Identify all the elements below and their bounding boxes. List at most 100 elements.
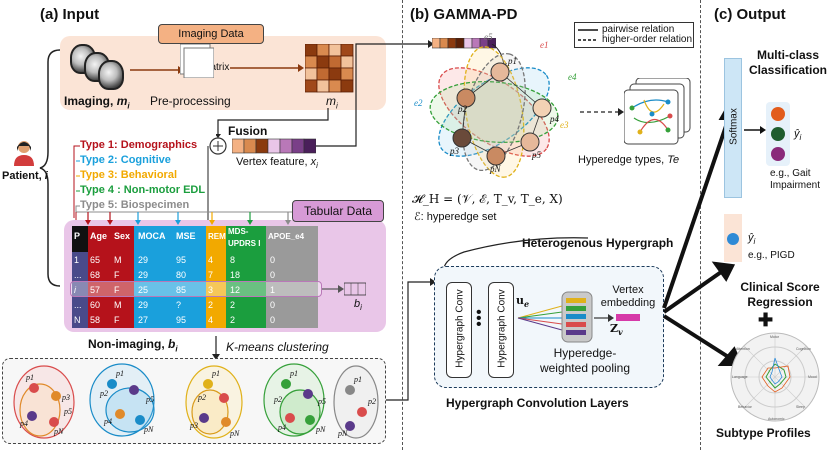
svg-text:p4: p4	[277, 423, 286, 432]
svg-text:p5: p5	[63, 407, 72, 416]
panel-a-title: (a) Input	[40, 6, 100, 23]
b-sub: i	[360, 303, 362, 313]
patient-var: i	[44, 170, 48, 182]
table-row-id: ...	[74, 270, 82, 280]
table-cell: 65	[90, 255, 101, 265]
table-cell: F	[114, 315, 120, 325]
table-cell: 27	[138, 315, 149, 325]
table-cell: 0	[270, 270, 276, 280]
regression-title: Clinical Score Regression	[740, 280, 820, 309]
class-probabilities	[771, 107, 785, 161]
conv-layers-title: Hypergraph Convolution Layers	[446, 396, 629, 410]
svg-text:p2: p2	[457, 104, 468, 114]
vertex-feature-strip	[432, 38, 496, 49]
table-cell: 95	[176, 255, 187, 265]
type-3-label: Type 3: Behavioral	[80, 169, 177, 181]
panel-b-title: (b) GAMMA-PD	[410, 6, 518, 23]
panel-c-title: (c) Output	[714, 6, 786, 23]
table-cell: 0	[270, 300, 276, 310]
table-header-sex: Sex	[114, 231, 131, 241]
svg-text:pN: pN	[315, 425, 326, 434]
table-cell: 12	[230, 285, 241, 295]
table-cell: 1	[270, 285, 276, 295]
imaging-label: Imaging, mi	[64, 94, 130, 110]
svg-text:p4: p4	[549, 114, 560, 124]
softmax-block: Softmax	[724, 58, 742, 198]
table-cell: M	[114, 300, 122, 310]
dashed-arrow-to-types	[580, 108, 624, 116]
plus-icon: ✚	[758, 310, 774, 330]
patient-brace	[39, 49, 61, 287]
fusion-label: Fusion	[228, 124, 268, 138]
patient-avatar-icon	[14, 141, 34, 166]
svg-text:p1: p1	[289, 369, 298, 378]
conv-block-2: Hypergraph Conv	[488, 282, 514, 378]
type-list: Type 1: Demographics Type 2: Cognitive T…	[80, 138, 205, 213]
vertex-feature-label: Vertex feature, xi	[236, 156, 318, 170]
legend-higher-order: higher-order relation	[602, 34, 693, 45]
conv-layers-region	[434, 266, 664, 388]
svg-text:p1: p1	[353, 375, 362, 384]
imaging-label-text: Imaging,	[64, 94, 114, 108]
b-label-text: b	[354, 298, 361, 310]
svg-text:pN: pN	[143, 425, 154, 434]
brain-scan-icon	[98, 60, 124, 90]
table-cell: M	[114, 255, 122, 265]
kmeans-label: K-means clustering	[226, 340, 329, 354]
svg-text:Mood: Mood	[808, 375, 817, 379]
svg-text:p5: p5	[145, 395, 154, 404]
hyperedge-types-icon	[624, 78, 691, 145]
m-sub: i	[336, 101, 338, 111]
type-2-label: Type 2: Cognitive	[80, 154, 171, 166]
table-cell: 8	[230, 255, 236, 265]
y-hat-text: ŷ	[794, 128, 800, 140]
non-imaging-sub: i	[175, 344, 178, 354]
pigd-example: e.g., PIGD	[748, 250, 795, 261]
hypergraph-illustration: e5 e1 e2 e4 e3 p1 p2 p4 p3 p5 pN	[414, 32, 577, 178]
tabular-table: P Age Sex MOCA MSE REM MDS-UPDRS I APOE_…	[70, 226, 324, 328]
preprocessing-arrow	[130, 66, 184, 74]
kmeans-arrow	[212, 336, 220, 360]
table-header-age: Age	[90, 231, 108, 241]
hyperedge-set-label: ℰ: hyperedge set	[414, 211, 497, 223]
subtype-title: Subtype Profiles	[716, 426, 811, 440]
vertex-feature-bar	[232, 138, 316, 154]
fc-matrix-output	[305, 44, 354, 93]
table-cell: 29	[138, 255, 149, 265]
row-to-b-arrow	[322, 285, 344, 293]
type-5-label: Type 5: Biospecimen	[80, 199, 190, 211]
y-hat-reg-text: ŷ	[748, 232, 754, 244]
table-cell: F	[114, 270, 120, 280]
regression-output-dot	[727, 233, 739, 245]
svg-text:p4: p4	[19, 419, 28, 428]
table-header-mse: MSE	[176, 231, 196, 241]
svg-text:Motor: Motor	[770, 335, 780, 339]
softmax-label: Softmax	[728, 108, 740, 145]
svg-text:p3: p3	[189, 421, 198, 430]
non-imaging-text: Non-imaging,	[88, 337, 165, 351]
table-header-moca: MOCA	[138, 231, 166, 241]
vertex-feature-text: Vertex feature,	[236, 156, 308, 168]
table-cell: 57	[90, 285, 101, 295]
non-imaging-var: b	[168, 337, 176, 351]
table-cell: F	[114, 285, 120, 295]
svg-text:e5: e5	[484, 32, 493, 42]
patient-label: Patient, i	[2, 170, 48, 182]
table-cell: 29	[138, 270, 149, 280]
table-cell: 29	[138, 300, 149, 310]
legend-lines	[578, 29, 598, 41]
pooling-label: Hyperedge-weighted pooling	[539, 346, 631, 375]
table-cell: 80	[176, 270, 187, 280]
panel-divider-ab	[402, 0, 403, 450]
svg-text:e3: e3	[560, 120, 569, 130]
table-row-id: 1	[74, 255, 80, 265]
table-cell: 7	[208, 270, 214, 280]
b-label: bi	[354, 298, 362, 312]
svg-text:pN: pN	[337, 429, 348, 438]
svg-text:Behavior: Behavior	[738, 405, 753, 409]
heterogenous-label: Heterogenous Hypergraph	[522, 236, 674, 250]
table-cell: 25	[138, 285, 149, 295]
multi-class-title: Multi-class Classification	[748, 48, 828, 77]
b-vector	[344, 282, 366, 296]
